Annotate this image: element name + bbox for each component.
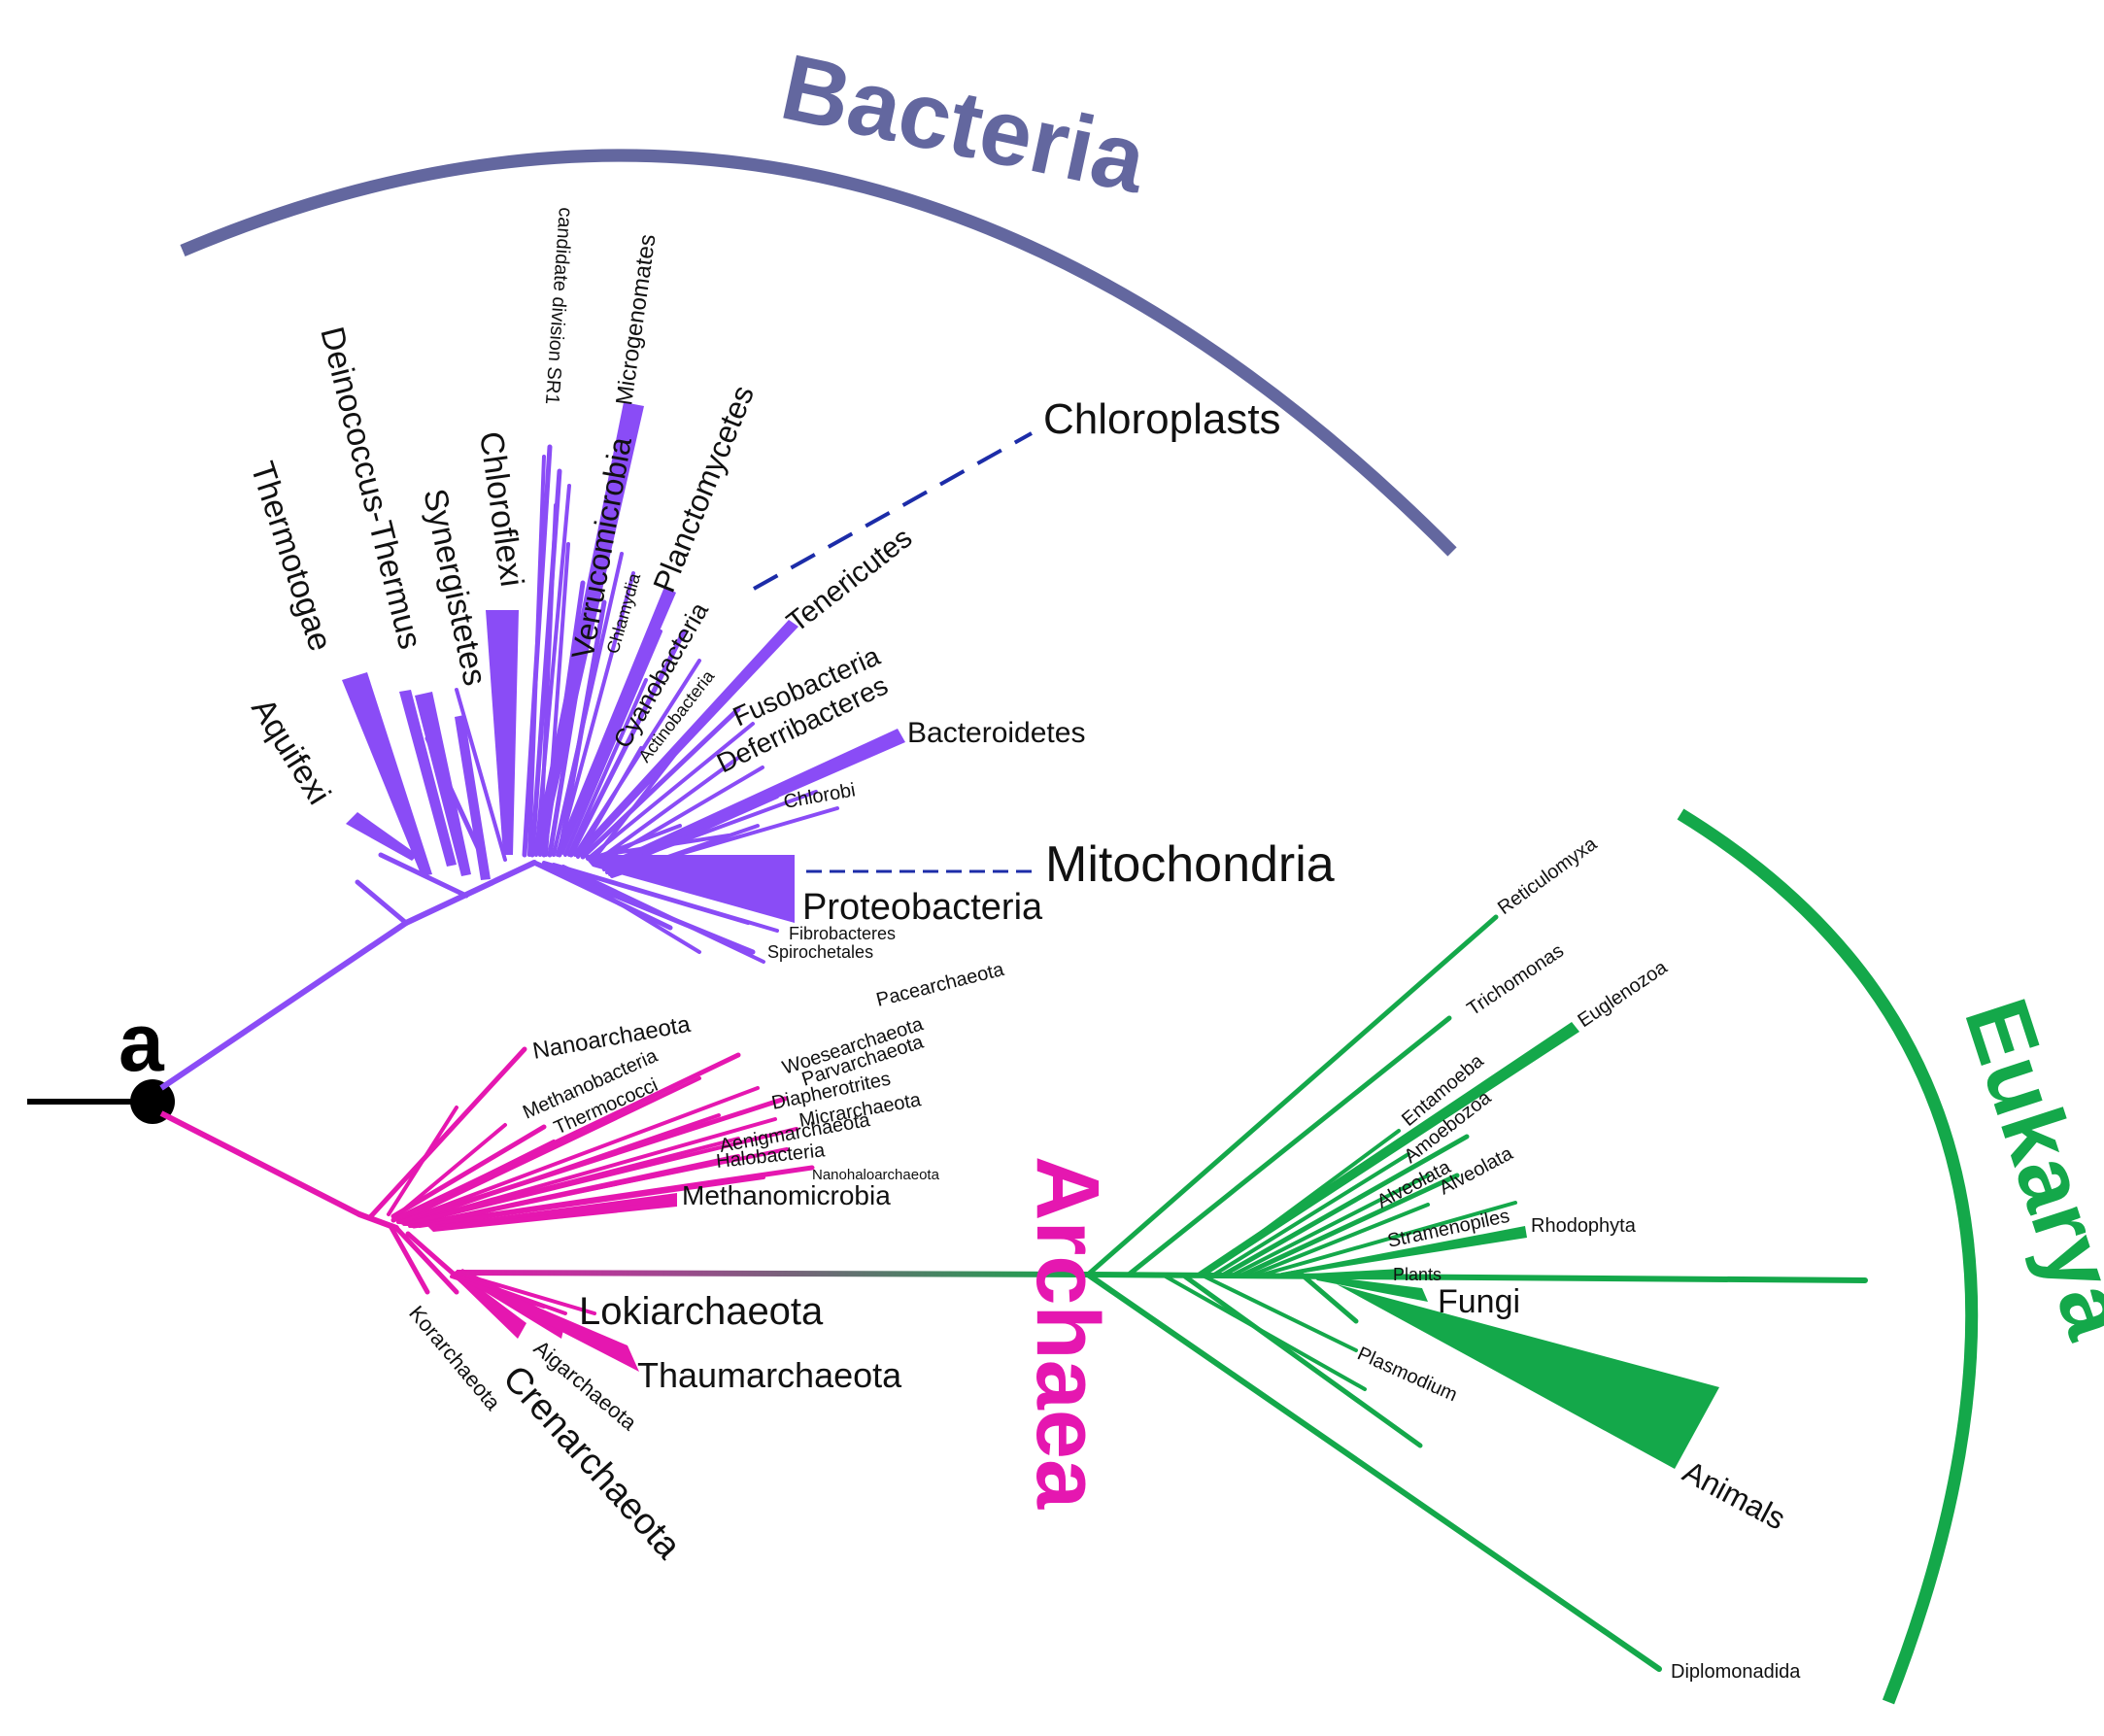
archaea-eukarya-stem: [456, 1270, 1091, 1277]
label-pacearchaeota: Pacearchaeota: [874, 959, 1007, 1011]
eukarya-branches: [1085, 914, 1868, 1672]
label-euglenozoa: Euglenozoa: [1574, 956, 1672, 1032]
label-chloroflexi: Chloroflexi: [472, 429, 530, 589]
bacteria-arc: [180, 149, 1457, 557]
panel-label: a: [119, 997, 165, 1088]
label-diplomonadida: Diplomonadida: [1671, 1661, 1801, 1683]
label-candidate-division-sr1: candidate division SR1: [541, 207, 576, 406]
label-nanoarchaeota: Nanoarchaeota: [530, 1011, 693, 1065]
label-aquifexi: Aquifexi: [244, 692, 337, 811]
label-proteobacteria: Proteobacteria: [802, 887, 1043, 928]
label-fungi: Fungi: [1438, 1283, 1520, 1320]
domain-label-archaea: Archaea: [1018, 1156, 1117, 1510]
label-animals: Animals: [1678, 1453, 1791, 1536]
label-chloroplasts: Chloroplasts: [1043, 395, 1281, 443]
label-thaumarchaeota: Thaumarchaeota: [637, 1355, 902, 1395]
label-rhodophyta: Rhodophyta: [1531, 1215, 1637, 1237]
chloroplast-link: [753, 431, 1033, 591]
label-nanohaloarchaeota: Nanohaloarchaeota: [812, 1167, 940, 1183]
eukarya-arc: [1677, 808, 1979, 1705]
label-microgenomates: Microgenomates: [611, 232, 661, 406]
label-deinococcus-thermus: Deinococcus-Thermus: [313, 323, 428, 653]
label-tenericutes: Tenericutes: [781, 522, 918, 638]
bacteria-branches: [342, 402, 905, 964]
label-lokiarchaeota: Lokiarchaeota: [579, 1290, 824, 1333]
label-trichomonas: Trichomonas: [1463, 940, 1568, 1020]
label-fibrobacteres: Fibrobacteres: [789, 924, 896, 943]
label-thermotogae: Thermotogae: [243, 458, 339, 656]
domain-label-bacteria: Bacteria: [773, 35, 1155, 214]
label-planctomycetes: Planctomycetes: [646, 381, 761, 597]
label-plasmodium: Plasmodium: [1354, 1343, 1460, 1406]
root-to-bacteria-branch: [159, 920, 408, 1091]
label-reticulomyxa: Reticulomyxa: [1494, 833, 1602, 919]
label-synergistetes: Synergistetes: [416, 486, 493, 689]
archaea-branches: [356, 1046, 815, 1372]
root-to-archaea-branch: [159, 1110, 361, 1217]
label-spirochetales: Spirochetales: [767, 942, 873, 962]
label-korarchaeota: Korarchaeota: [404, 1301, 506, 1415]
label-bacteroidetes: Bacteroidetes: [907, 717, 1085, 749]
label-methanomicrobia: Methanomicrobia: [682, 1180, 891, 1210]
label-mitochondria: Mitochondria: [1045, 836, 1335, 893]
label-plants: Plants: [1393, 1265, 1442, 1284]
